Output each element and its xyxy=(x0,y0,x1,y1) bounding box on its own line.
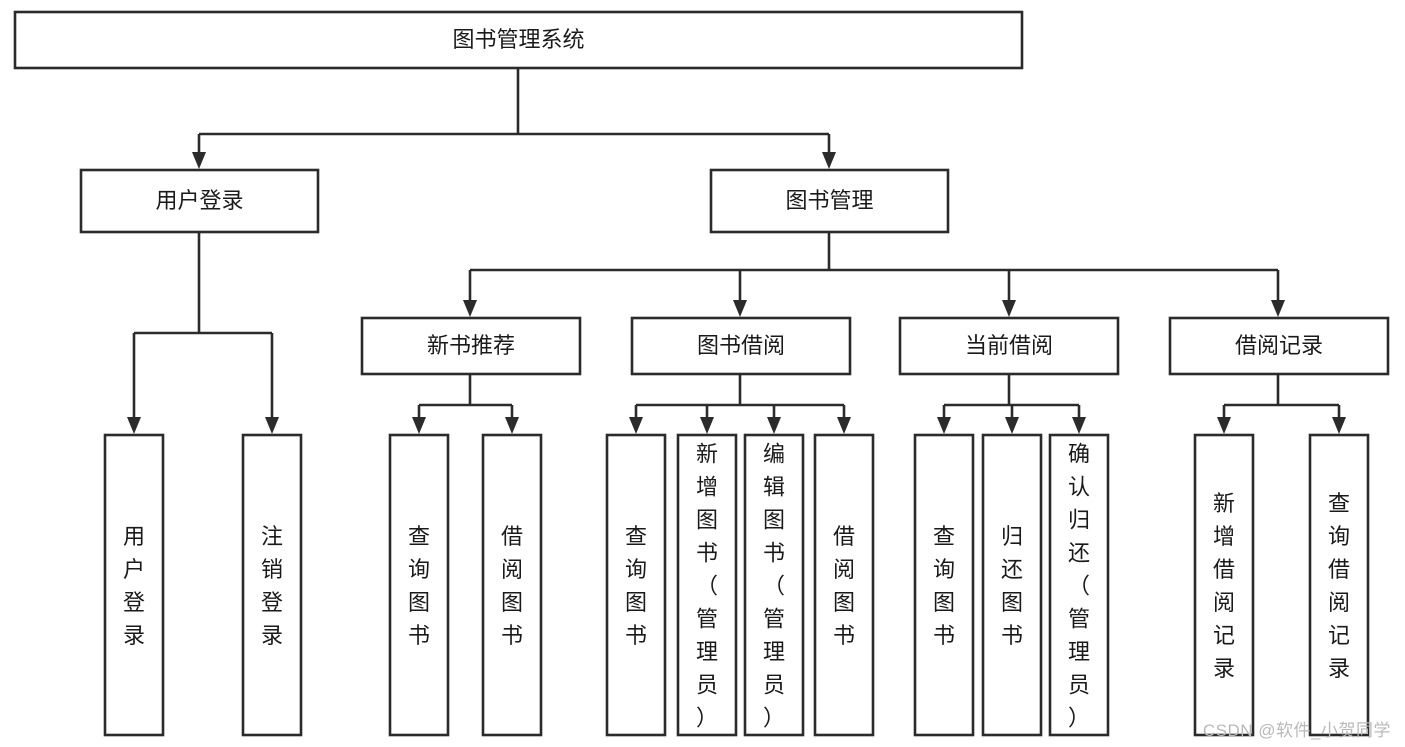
connector-group-bus-user-login xyxy=(132,232,274,419)
connector-group-bus-root xyxy=(197,68,831,154)
node-user-login[interactable]: 用户登录 xyxy=(79,168,320,234)
node-box xyxy=(913,433,975,737)
connector-arrow-icon xyxy=(733,300,747,317)
node-label: 新书推荐 xyxy=(427,333,515,358)
node-box xyxy=(1193,433,1255,737)
node-book-borrow[interactable]: 图书借阅 xyxy=(630,316,852,376)
node-box xyxy=(898,316,1120,376)
node-label: 查询借阅记录 xyxy=(1328,491,1350,681)
node-leaf-confirm-return[interactable]: 确认归还（管理员） xyxy=(1048,433,1110,737)
connector-arrow-icon xyxy=(1332,417,1346,434)
node-leaf-logout-login[interactable]: 注销登录 xyxy=(241,433,303,737)
node-box xyxy=(813,433,875,737)
node-box xyxy=(481,433,543,737)
node-box xyxy=(241,433,303,737)
connector-arrow-icon xyxy=(505,417,519,434)
node-new-book-recommend[interactable]: 新书推荐 xyxy=(360,316,582,376)
node-leaf-return-book[interactable]: 归还图书 xyxy=(981,433,1043,737)
node-leaf-query-book-2[interactable]: 查询图书 xyxy=(605,433,667,737)
node-box xyxy=(388,433,450,737)
node-box xyxy=(605,433,667,737)
node-leaf-query-book-1[interactable]: 查询图书 xyxy=(388,433,450,737)
node-label: 图书管理系统 xyxy=(452,27,584,52)
node-leaf-add-borrow-record[interactable]: 新增借阅记录 xyxy=(1193,433,1255,737)
node-root[interactable]: 图书管理系统 xyxy=(13,10,1024,70)
node-leaf-edit-book[interactable]: 编辑图书（管理员） xyxy=(743,433,805,737)
node-label: 查询图书 xyxy=(408,524,430,648)
connector-group-bus-borrow-record xyxy=(1222,374,1341,419)
node-label: 用户登录 xyxy=(123,524,145,648)
node-label: 新增借阅记录 xyxy=(1213,491,1235,681)
connector-arrow-icon xyxy=(629,417,643,434)
node-label: 借阅记录 xyxy=(1235,333,1323,358)
connector-group-bus-book-management xyxy=(468,232,1280,302)
node-label: 注销登录 xyxy=(261,524,283,648)
node-label: 借阅图书 xyxy=(501,524,523,648)
connector-group-bus-book-borrow xyxy=(634,374,846,419)
node-label: 确认归还（管理员） xyxy=(1068,442,1090,731)
node-box xyxy=(743,433,805,737)
node-label: 当前借阅 xyxy=(965,333,1053,358)
node-box xyxy=(360,316,582,376)
node-box xyxy=(1168,316,1390,376)
connector-arrow-icon xyxy=(700,417,714,434)
node-leaf-query-book-3[interactable]: 查询图书 xyxy=(913,433,975,737)
node-leaf-query-borrow-record[interactable]: 查询借阅记录 xyxy=(1308,433,1370,737)
node-label: 编辑图书（管理员） xyxy=(763,442,785,731)
node-borrow-record[interactable]: 借阅记录 xyxy=(1168,316,1390,376)
node-box xyxy=(1308,433,1370,737)
connector-arrow-icon xyxy=(837,417,851,434)
connector-arrow-icon xyxy=(265,417,279,434)
connector-arrow-icon xyxy=(1005,417,1019,434)
node-box xyxy=(103,433,165,737)
node-label: 归还图书 xyxy=(1001,524,1023,648)
node-box xyxy=(79,168,320,234)
nodes-layer: 图书管理系统用户登录图书管理新书推荐图书借阅当前借阅借阅记录用户登录注销登录查询… xyxy=(13,10,1390,737)
connector-arrow-icon xyxy=(412,417,426,434)
connectors-layer xyxy=(127,68,1346,434)
node-leaf-add-book[interactable]: 新增图书（管理员） xyxy=(676,433,738,737)
connector-arrow-icon xyxy=(767,417,781,434)
node-label: 图书管理 xyxy=(785,188,873,213)
node-label: 查询图书 xyxy=(625,524,647,648)
connector-arrow-icon xyxy=(822,152,836,169)
connector-arrow-icon xyxy=(1072,417,1086,434)
connector-arrow-icon xyxy=(1217,417,1231,434)
node-leaf-borrow-book-1[interactable]: 借阅图书 xyxy=(481,433,543,737)
node-leaf-borrow-book-2[interactable]: 借阅图书 xyxy=(813,433,875,737)
node-box xyxy=(630,316,852,376)
node-book-management[interactable]: 图书管理 xyxy=(709,168,950,234)
node-box xyxy=(709,168,950,234)
connector-arrow-icon xyxy=(1271,300,1285,317)
node-leaf-user-login[interactable]: 用户登录 xyxy=(103,433,165,737)
node-box xyxy=(1048,433,1110,737)
connector-arrow-icon xyxy=(1002,300,1016,317)
connector-arrow-icon xyxy=(127,417,141,434)
node-box xyxy=(981,433,1043,737)
node-label: 查询图书 xyxy=(933,524,955,648)
node-box xyxy=(13,10,1024,70)
node-label: 用户登录 xyxy=(155,188,243,213)
connector-arrow-icon xyxy=(463,300,477,317)
node-label: 借阅图书 xyxy=(833,524,855,648)
node-box xyxy=(676,433,738,737)
node-label: 图书借阅 xyxy=(697,333,785,358)
connector-group-bus-new-book xyxy=(417,374,514,419)
connector-group-bus-current-borrow xyxy=(942,374,1081,419)
node-current-borrow[interactable]: 当前借阅 xyxy=(898,316,1120,376)
connector-arrow-icon xyxy=(192,152,206,169)
node-label: 新增图书（管理员） xyxy=(696,442,718,731)
connector-arrow-icon xyxy=(937,417,951,434)
